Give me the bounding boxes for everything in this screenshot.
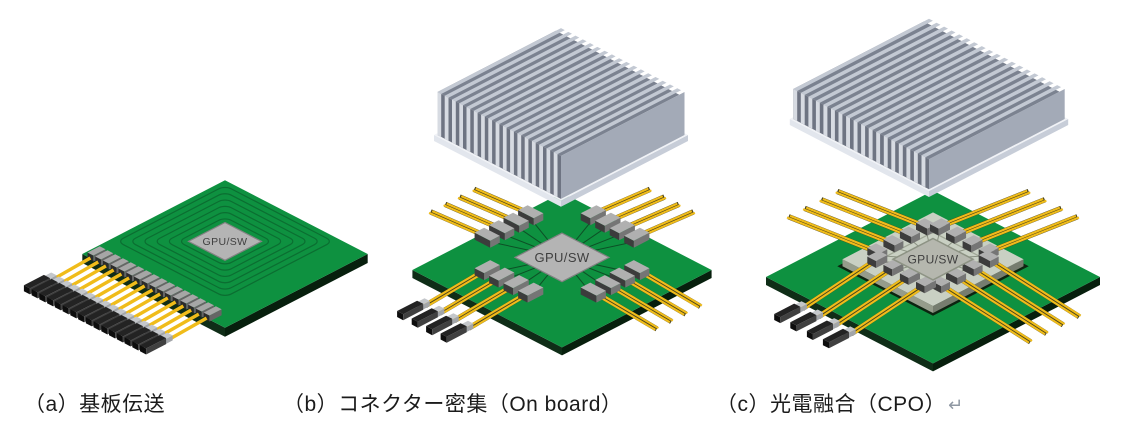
chip-label-a: GPU/SW	[203, 236, 248, 248]
fiber-connectors-a	[23, 272, 173, 355]
onboard-modules-b	[474, 205, 650, 303]
gpu-chip-c: GPU/SW	[891, 237, 975, 281]
panel-a: GPU/SW	[23, 180, 368, 355]
optical-fibers-b	[423, 186, 703, 332]
pcb-traces-a	[117, 186, 333, 298]
panel-b: GPU/SW	[397, 186, 712, 356]
chip-label-c: GPU/SW	[907, 253, 958, 267]
heatsink-b	[434, 28, 688, 207]
return-mark: ↵	[948, 395, 964, 415]
optical-fibers-c	[786, 188, 1082, 345]
caption-a: （a）基板伝送	[24, 392, 165, 418]
fiber-connectors-b	[397, 298, 474, 343]
gpu-chip-a: GPU/SW	[187, 221, 263, 261]
gpu-chip-b: GPU/SW	[513, 232, 611, 283]
caption-c-text: （c）光電融合（CPO）	[716, 393, 947, 416]
caption-b: （b）コネクター密集（On board）	[283, 392, 622, 418]
caption-a-text: （a）基板伝送	[24, 393, 166, 416]
edge-connectors-a	[87, 246, 222, 322]
fiber-connectors-c	[774, 301, 856, 349]
chip-label-b: GPU/SW	[534, 250, 589, 265]
fiber-ribbons-a	[52, 256, 208, 341]
caption-c: （c）光電融合（CPO）↵	[716, 392, 964, 418]
heatsink-c	[789, 18, 1069, 197]
caption-b-text: （b）コネクター密集（On board）	[283, 393, 623, 416]
panel-c: GPU/SW	[766, 188, 1100, 372]
